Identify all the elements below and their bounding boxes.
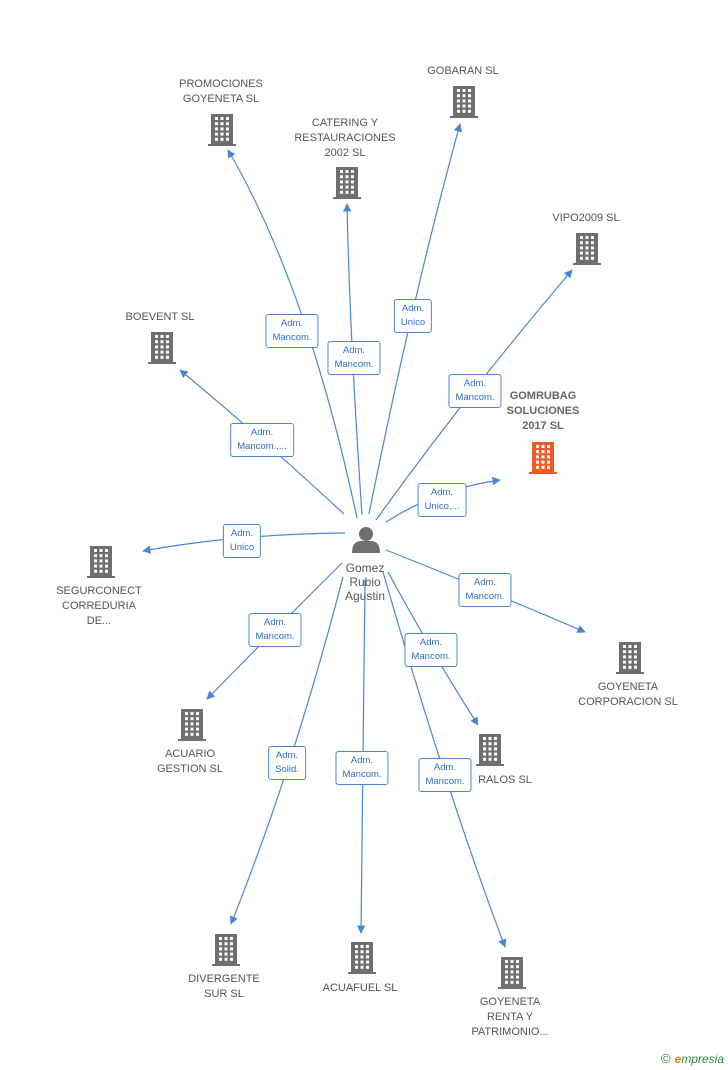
building-icon — [148, 332, 176, 364]
relation-label-acuafuel: Adm. Mancom. — [335, 751, 389, 785]
relation-label-promociones: Adm. Mancom. — [265, 314, 319, 348]
brand-initial: e — [674, 1052, 682, 1066]
footer-brand: ©empresia — [661, 1051, 724, 1066]
node-label-goyeneta_corp[interactable]: GOYENETA CORPORACION SL — [578, 681, 678, 708]
node-label-acuario[interactable]: ACUARIO GESTION SL — [156, 748, 224, 775]
brand-name: mpresia — [681, 1052, 724, 1066]
node-label-boevent[interactable]: BOEVENT SL — [125, 311, 195, 323]
relation-label-gobaran: Adm. Unico — [393, 299, 433, 333]
edge-promociones — [227, 149, 358, 519]
building-icon — [529, 442, 557, 474]
building-icon — [498, 957, 526, 989]
building-icon — [476, 734, 504, 766]
building-icon — [87, 546, 115, 578]
node-label-ralos[interactable]: RALOS SL — [478, 774, 532, 786]
relation-label-gomrubag: Adm. Unico,... — [417, 483, 467, 517]
building-icon — [208, 114, 236, 146]
copyright-icon: © — [661, 1051, 671, 1066]
relation-label-segurconect: Adm. Unico — [222, 524, 262, 558]
building-icon — [450, 86, 478, 118]
building-icon — [573, 233, 601, 265]
building-icon — [348, 942, 376, 974]
relation-label-boevent: Adm. Mancom.,... — [230, 423, 294, 457]
node-label-goyeneta_renta[interactable]: GOYENETA RENTA Y PATRIMONIO... — [471, 996, 549, 1038]
building-icon — [616, 642, 644, 674]
building-icon — [212, 934, 240, 966]
node-label-acuafuel[interactable]: ACUAFUEL SL — [322, 982, 398, 994]
relation-label-divergente: Adm. Solid. — [268, 746, 306, 780]
relation-label-goyeneta_renta: Adm. Mancom. — [418, 758, 472, 792]
node-label-segurconect[interactable]: SEGURCONECT CORREDURIA DE... — [56, 585, 142, 627]
relation-label-ralos: Adm. Mancom. — [404, 633, 458, 667]
building-icon — [333, 167, 361, 199]
relation-label-goyeneta_corp: Adm. Mancom. — [458, 573, 512, 607]
relation-label-acuario: Adm. Mancom. — [248, 613, 302, 647]
person-icon — [352, 527, 380, 553]
node-label-divergente[interactable]: DIVERGENTE SUR SL — [188, 973, 260, 1000]
node-label-promociones[interactable]: PROMOCIONES GOYENETA SL — [179, 78, 263, 105]
relation-label-vipo: Adm. Mancom. — [448, 374, 502, 408]
center-person-label: Gomez Rubio Agustin — [344, 561, 386, 603]
node-label-gomrubag[interactable]: GOMRUBAG SOLUCIONES 2017 SL — [506, 390, 580, 432]
node-label-vipo[interactable]: VIPO2009 SL — [552, 212, 620, 224]
node-label-gobaran[interactable]: GOBARAN SL — [427, 65, 499, 77]
building-icon — [178, 709, 206, 741]
relation-label-catering: Adm. Mancom. — [327, 341, 381, 375]
node-label-catering[interactable]: CATERING Y RESTAURACIONES 2002 SL — [294, 117, 396, 159]
